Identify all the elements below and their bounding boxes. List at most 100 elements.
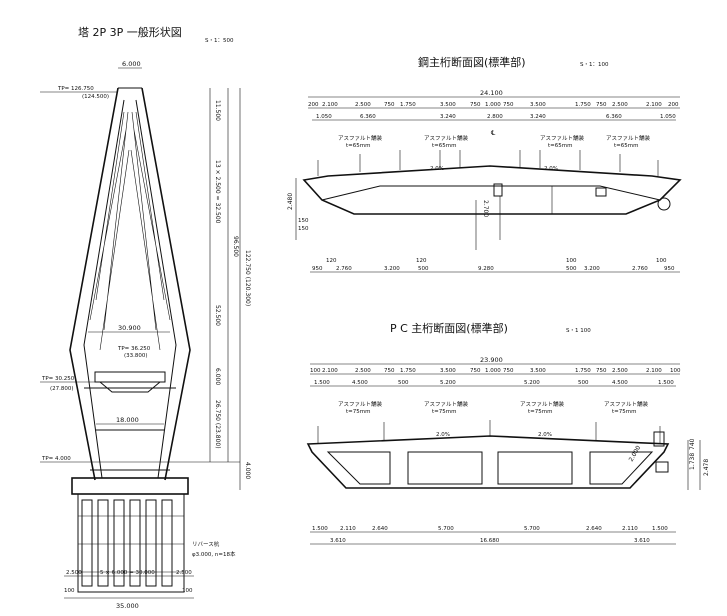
pc-second-dim: 4.500	[352, 380, 368, 386]
steel-bottom-dim: 500	[418, 266, 429, 272]
tower-vdim: 6.000	[214, 368, 221, 385]
pc-right-dim: 2.478	[703, 459, 710, 476]
pc-bottom-dim: 2.110	[340, 526, 356, 532]
steel-top-dims: 200 2.100 2.500 750 1.750 3.500 750 1.00…	[308, 102, 679, 108]
pc-slope: 2.0%	[538, 432, 552, 438]
pc-second-dim: 5.200	[524, 380, 540, 386]
steel-top-dim: 750	[470, 102, 481, 108]
pc-asphalt-thickness: t=75mm	[346, 409, 370, 415]
tower-vdim: 4.000	[244, 462, 251, 479]
steel-top-dim: 2.500	[355, 102, 371, 108]
pc-top-dim: 100	[670, 368, 681, 374]
steel-slope: 2.0%	[430, 166, 444, 172]
steel-bottom-dim: 3.200	[384, 266, 400, 272]
pc-top-dim: 2.500	[355, 368, 371, 374]
tower-beam-width: 18.000	[116, 416, 139, 424]
tower-bottom-dim: 5 × 6.000 = 30.000	[100, 570, 155, 576]
pc-second-dim: 500	[578, 380, 589, 386]
steel-asphalt-label: アスファルト舗装	[606, 134, 651, 142]
pc-second-dim: 5.200	[440, 380, 456, 386]
pc-bottom-dims: 1.500 2.110 2.640 5.700 5.700 2.640 2.11…	[312, 526, 668, 532]
tower-tp-top-paren: (124.500)	[82, 94, 109, 100]
tower-top-width: 6.000	[122, 60, 141, 68]
pc-asphalt-thickness: t=75mm	[528, 409, 552, 415]
pc-top-dim: 1.750	[400, 368, 416, 374]
pc-bottom-dim: 5.700	[438, 526, 454, 532]
steel-asphalt-thickness: t=65mm	[432, 143, 456, 149]
tower-vdim: 52.500	[214, 305, 221, 326]
pc-bottom-dim: 5.700	[524, 526, 540, 532]
steel-asphalt-label: アスファルト舗装	[338, 134, 383, 142]
steel-asphalt-label: アスファルト舗装	[424, 134, 469, 142]
steel-bottom-small: 100	[566, 258, 577, 264]
pc-second-dims: 1.500 4.500 500 5.200 5.200 500 4.500 1.…	[314, 380, 674, 386]
tower-tp-top: TP= 126.750	[57, 86, 94, 92]
tower-vdim: 26.750 (23.800)	[214, 400, 221, 449]
steel-asphalt-thickness: t=65mm	[614, 143, 638, 149]
steel-bottom-dim: 2.760	[632, 266, 648, 272]
steel-top-dim: 2.500	[612, 102, 628, 108]
steel-top-dim: 200	[308, 102, 319, 108]
pc-right-dim: 740	[689, 438, 696, 450]
steel-second-dim: 3.240	[530, 114, 546, 120]
steel-second-dim: 1.050	[316, 114, 332, 120]
steel-top-dim: 1.750	[575, 102, 591, 108]
pc-bottom2-dim: 3.610	[634, 538, 650, 544]
steel-girder-section: 鋼主桁断面図(標準部) S・1：100 24.100 200 2.100 2.5…	[287, 55, 682, 273]
steel-bottom-small: 120	[326, 258, 337, 264]
tower-vdim: 11.500	[214, 100, 221, 121]
steel-top-dim: 3.500	[440, 102, 456, 108]
steel-second-dim: 6.360	[360, 114, 376, 120]
steel-left-dim: 150	[298, 226, 309, 232]
steel-top-dim: 750	[503, 102, 514, 108]
steel-bottom-small: 100	[656, 258, 667, 264]
pc-top-dim: 750	[384, 368, 395, 374]
steel-top-dim: 3.500	[530, 102, 546, 108]
tower-bottom-dim: 2.500	[66, 570, 82, 576]
pc-right-dim: 1.738	[689, 453, 696, 470]
tower-tp-mid: TP= 36.250	[117, 346, 151, 352]
pc-top-dim: 1.000	[485, 368, 501, 374]
pc-asphalt-thickness: t=75mm	[432, 409, 456, 415]
pc-asphalt-label: アスファルト舗装	[424, 400, 469, 408]
steel-second-dim: 6.360	[606, 114, 622, 120]
pc-top-dim: 2.100	[646, 368, 662, 374]
pc-bottom-dim: 1.500	[312, 526, 328, 532]
tower-bottom-dim: 2.500	[176, 570, 192, 576]
pc-asphalt-label: アスファルト舗装	[338, 400, 383, 408]
pc-top-dim: 750	[470, 368, 481, 374]
steel-top-dim: 2.100	[322, 102, 338, 108]
pc-bottom2-dim: 16.680	[480, 538, 500, 544]
pc-girder-section: P C 主桁断面図(標準部) S・1 100 23.900 100 2.100 …	[306, 321, 710, 545]
pc-top-dims: 100 2.100 2.500 750 1.750 3.500 750 1.00…	[310, 368, 681, 374]
tower-tp-mid-paren: (33.800)	[124, 353, 148, 359]
pc-top-dim: 1.750	[575, 368, 591, 374]
pc-second-dim: 500	[398, 380, 409, 386]
steel-left-dim: 2.480	[287, 193, 294, 210]
steel-bottom-dim: 2.760	[336, 266, 352, 272]
pc-top-dim: 750	[503, 368, 514, 374]
steel-total-width: 24.100	[480, 89, 503, 97]
tower-tp-base: TP= 4.000	[41, 456, 71, 462]
steel-bottom-small: 120	[416, 258, 427, 264]
steel-bottom-dims: 950 2.760 3.200 500 9.280 500 3.200 2.76…	[312, 266, 675, 272]
pc-bottom2-dim: 3.610	[330, 538, 346, 544]
steel-top-dim: 2.100	[646, 102, 662, 108]
steel-second-dim: 1.050	[660, 114, 676, 120]
tower-vdim: 96.500	[232, 236, 239, 257]
pc-bottom-dim: 2.640	[372, 526, 388, 532]
tower-bottom-small: 100	[182, 588, 193, 594]
tower-title: 塔 2P 3P 一般形状図	[78, 25, 182, 39]
pc-web-dim: 2.000	[628, 444, 643, 463]
tower-mid-width: 30.900	[118, 324, 141, 332]
steel-slope: 2.0%	[544, 166, 558, 172]
pc-scale: S・1 100	[566, 328, 591, 334]
pc-total-width: 23.900	[480, 356, 503, 364]
tower-tp-beam-paren: (27.800)	[50, 386, 74, 392]
steel-top-dim: 1.750	[400, 102, 416, 108]
tower-scale: S・1：500	[205, 38, 234, 44]
pc-bottom-dim: 2.110	[622, 526, 638, 532]
steel-bottom-dim: 950	[664, 266, 675, 272]
steel-second-dim: 2.800	[487, 114, 503, 120]
